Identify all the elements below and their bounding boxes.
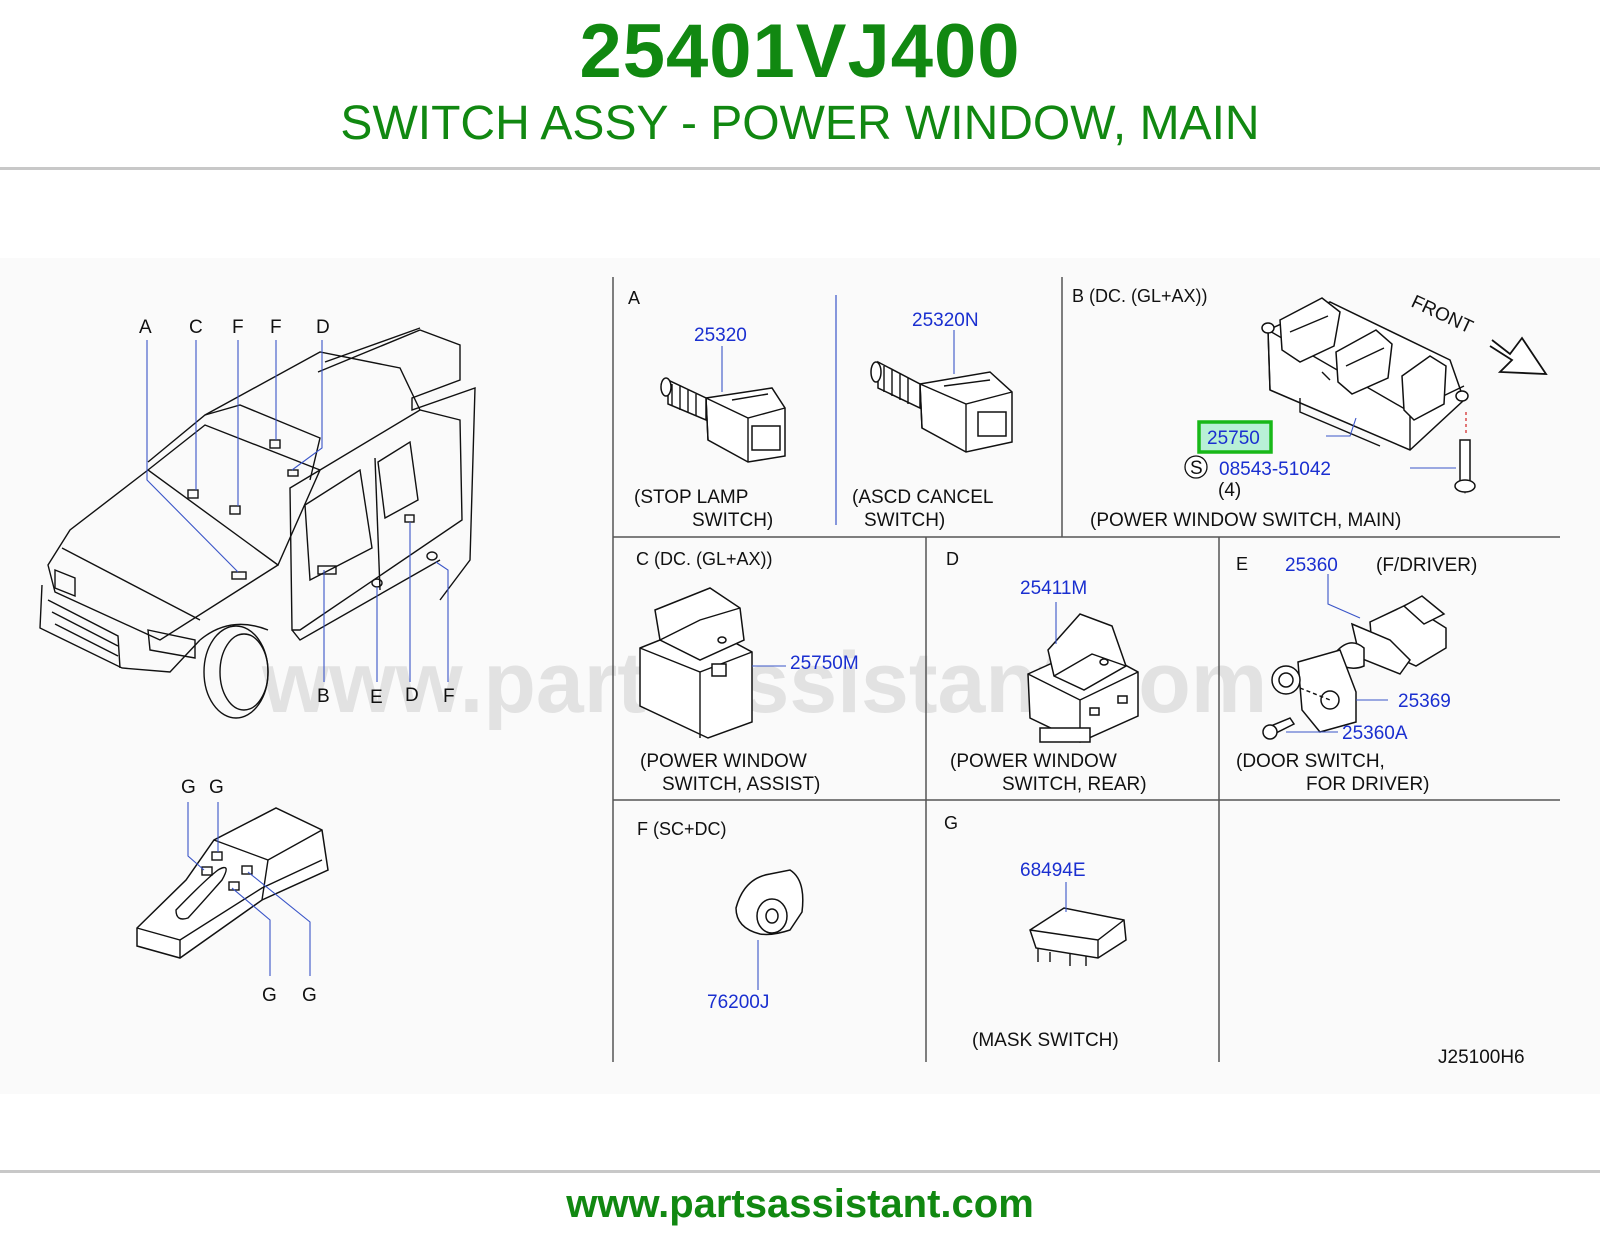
vehicle-illustration [39, 327, 476, 719]
ascd-desc-line2: SWITCH) [864, 510, 945, 531]
part-08543-51042[interactable]: 08543-51042 [1219, 459, 1331, 480]
section-grid [612, 277, 1560, 1062]
callout-C: C [189, 317, 203, 338]
footer-divider [0, 1170, 1600, 1173]
part-76200J[interactable]: 76200J [707, 992, 769, 1013]
rear-switch-drawing [1027, 613, 1139, 743]
section-E-label: E [1236, 554, 1248, 574]
section-A-label: A [628, 288, 640, 308]
ascd-desc-line1: (ASCD CANCEL [852, 487, 993, 508]
stop-lamp-desc-line2: SWITCH) [692, 510, 773, 531]
callout-F2: F [270, 317, 282, 338]
part-25411M[interactable]: 25411M [1020, 578, 1087, 599]
section-B-label: B (DC. (GL+AX)) [1072, 286, 1208, 306]
front-label: FRONT [1408, 291, 1477, 338]
header-divider [0, 167, 1600, 170]
callout-D: D [316, 317, 330, 338]
callout-F1: F [232, 317, 244, 338]
part-25360-note: (F/DRIVER) [1376, 555, 1477, 576]
ascd-cancel-switch-drawing [870, 360, 1013, 453]
part-25750M[interactable]: 25750M [790, 653, 859, 674]
callout-E: E [370, 687, 383, 708]
screw-marker: S [1190, 458, 1203, 479]
grommet-drawing [735, 869, 804, 936]
main-switch-desc: (POWER WINDOW SWITCH, MAIN) [1090, 510, 1401, 531]
section-D-label: D [946, 549, 959, 569]
door-switch-drawing [1262, 595, 1447, 740]
stop-lamp-desc-line1: (STOP LAMP [634, 487, 748, 508]
part-25360A[interactable]: 25360A [1342, 723, 1408, 744]
stop-lamp-switch-drawing [660, 377, 786, 463]
part-25750-highlighted[interactable]: 25750 [1207, 428, 1260, 449]
assist-desc-line1: (POWER WINDOW [640, 751, 807, 772]
section-G-label: G [944, 813, 958, 833]
rear-desc-line1: (POWER WINDOW [950, 751, 1117, 772]
leader-25360 [1327, 574, 1361, 619]
part-25320N[interactable]: 25320N [912, 310, 979, 331]
section-F-label: F (SC+DC) [637, 819, 727, 839]
callout-F3: F [443, 686, 455, 707]
section-C-label: C (DC. (GL+AX)) [636, 549, 773, 569]
callout-G1: G [181, 777, 196, 798]
highlight-box [1197, 420, 1273, 454]
part-number-heading: 25401VJ400 [579, 9, 1021, 94]
assist-switch-drawing [639, 587, 753, 739]
door-switch-desc-line1: (DOOR SWITCH, [1236, 751, 1385, 772]
rear-desc-line2: SWITCH, REAR) [1002, 774, 1147, 795]
part-68494E[interactable]: 68494E [1020, 860, 1086, 881]
screw-marker-circle [1184, 455, 1208, 479]
callout-D2: D [405, 685, 419, 706]
part-25369[interactable]: 25369 [1398, 691, 1451, 712]
screw-qty: (4) [1218, 480, 1241, 501]
console-illustration [136, 802, 329, 976]
part-25320[interactable]: 25320 [694, 325, 747, 346]
front-arrow-icon [1489, 336, 1548, 375]
footer-url[interactable]: www.partsassistant.com [566, 1182, 1034, 1226]
mask-switch-desc: (MASK SWITCH) [972, 1030, 1119, 1051]
callout-A: A [139, 317, 152, 338]
callout-G2: G [209, 777, 224, 798]
leader-25750 [1326, 417, 1357, 437]
callout-G4: G [302, 985, 317, 1006]
door-switch-desc-line2: FOR DRIVER) [1306, 774, 1430, 795]
assist-desc-line2: SWITCH, ASSIST) [662, 774, 820, 795]
part-25360[interactable]: 25360 [1285, 555, 1338, 576]
callout-G3: G [262, 985, 277, 1006]
mask-switch-drawing [1029, 907, 1127, 966]
main-window-switch-drawing [1261, 297, 1476, 494]
callout-B: B [317, 686, 330, 707]
diagram-code: J25100H6 [1438, 1047, 1525, 1068]
part-title-heading: SWITCH ASSY - POWER WINDOW, MAIN [340, 97, 1260, 150]
